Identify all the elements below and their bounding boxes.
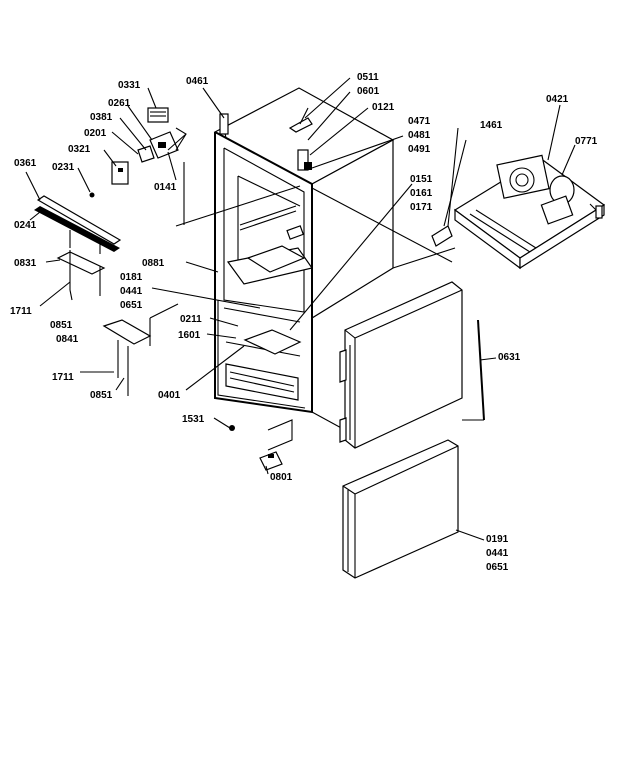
label-0181: 0181 — [120, 272, 143, 283]
label-0211: 0211 — [180, 314, 202, 325]
label-0401: 0401 — [158, 390, 181, 401]
label-0141: 0141 — [154, 182, 177, 193]
label-0331: 0331 — [118, 80, 141, 91]
label-0441-a: 0441 — [120, 286, 143, 297]
control-assembly — [89, 107, 301, 227]
machine-compartment — [453, 154, 606, 270]
label-0481: 0481 — [408, 130, 431, 141]
label-0491: 0491 — [408, 144, 431, 155]
label-0151: 0151 — [410, 174, 433, 185]
label-1531: 1531 — [182, 414, 205, 425]
floor-parts — [229, 419, 293, 471]
label-0851-a: 0851 — [50, 320, 73, 331]
leader-lines — [25, 77, 576, 541]
left-rails — [34, 195, 179, 396]
label-0191: 0191 — [486, 534, 509, 545]
label-1601: 1601 — [178, 330, 201, 341]
top-hinge — [219, 107, 313, 171]
label-0421: 0421 — [546, 94, 569, 105]
label-0831: 0831 — [14, 258, 37, 269]
label-0511: 0511 — [357, 72, 379, 83]
label-0231: 0231 — [52, 162, 75, 173]
label-0361: 0361 — [14, 158, 37, 169]
label-0461-top: 0461 — [186, 76, 209, 87]
label-0381: 0381 — [90, 112, 113, 123]
label-0171: 0171 — [410, 202, 433, 213]
label-0651-a: 0651 — [120, 300, 143, 311]
label-0841: 0841 — [56, 334, 79, 345]
label-0771: 0771 — [575, 136, 598, 147]
label-0261: 0261 — [108, 98, 131, 109]
lower-drawer — [342, 439, 459, 579]
label-0471: 0471 — [408, 116, 431, 127]
label-0801: 0801 — [270, 472, 293, 483]
label-0121: 0121 — [372, 102, 395, 113]
label-0851-b: 0851 — [90, 390, 113, 401]
label-1711-a: 1711 — [10, 306, 32, 317]
label-1461: 1461 — [480, 120, 503, 131]
label-0161: 0161 — [410, 188, 433, 199]
label-0631: 0631 — [498, 352, 521, 363]
label-0651-b: 0651 — [486, 562, 509, 573]
cabinet — [213, 87, 456, 431]
part-labels: 0461 0511 0601 0121 0471 0481 0491 1461 … — [10, 72, 598, 573]
label-0321: 0321 — [68, 144, 91, 155]
label-0241: 0241 — [14, 220, 37, 231]
door-rod — [462, 319, 485, 421]
label-0881: 0881 — [142, 258, 165, 269]
upper-door — [339, 281, 463, 449]
label-0601-top: 0601 — [357, 86, 380, 97]
back-panel — [431, 139, 467, 247]
label-0441-b: 0441 — [486, 548, 509, 559]
label-1711-b: 1711 — [52, 372, 74, 383]
label-0201: 0201 — [84, 128, 107, 139]
